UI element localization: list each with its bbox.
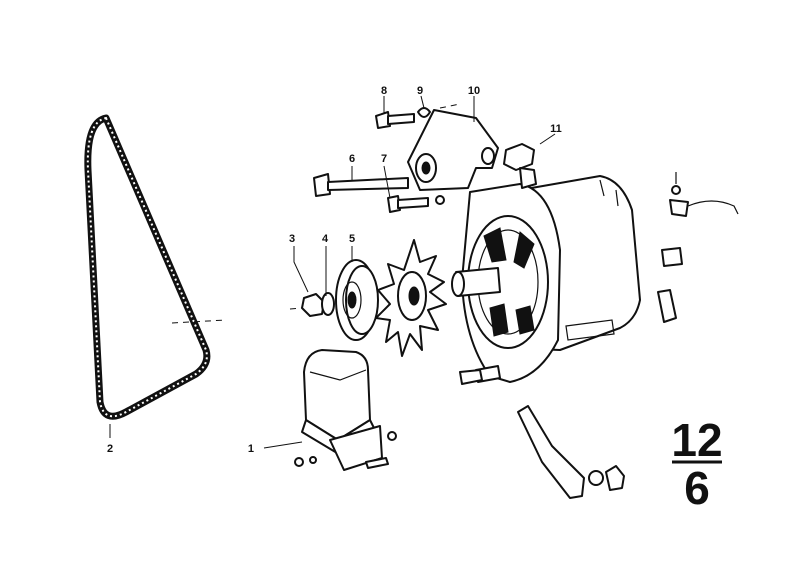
page-number: 12 6 bbox=[671, 414, 722, 514]
long-bolt bbox=[313, 173, 409, 197]
page-number-bottom: 6 bbox=[684, 462, 710, 514]
callout-1: 1 bbox=[248, 443, 254, 455]
callout-7: 7 bbox=[381, 153, 387, 165]
v-belt bbox=[84, 114, 211, 420]
bracket-bolt bbox=[375, 111, 415, 129]
callout-11: 11 bbox=[550, 123, 562, 135]
voltage-regulator bbox=[301, 349, 383, 471]
alternator-body bbox=[451, 175, 641, 385]
fan bbox=[375, 239, 447, 357]
callout-8: 8 bbox=[381, 85, 387, 97]
callout-2: 2 bbox=[107, 443, 113, 455]
callout-10: 10 bbox=[468, 85, 480, 97]
short-bolt bbox=[387, 195, 445, 213]
callout-6: 6 bbox=[349, 153, 355, 165]
page-number-top: 12 bbox=[671, 414, 722, 466]
callout-5: 5 bbox=[349, 233, 355, 245]
cable-lead bbox=[669, 172, 739, 217]
callout-9: 9 bbox=[417, 85, 423, 97]
regulator-screws bbox=[294, 431, 397, 469]
adjusting-bracket bbox=[517, 405, 625, 499]
washer bbox=[321, 292, 335, 316]
callout-3: 3 bbox=[289, 233, 295, 245]
leader-lines bbox=[109, 95, 556, 449]
plug-cap bbox=[661, 247, 683, 267]
mounting-bracket bbox=[407, 109, 537, 191]
callout-4: 4 bbox=[322, 233, 329, 245]
terminal-clip bbox=[657, 289, 677, 323]
spring-washer bbox=[417, 107, 431, 118]
pulley bbox=[335, 259, 379, 341]
callout-labels: 1 2 3 4 5 6 7 8 9 10 11 bbox=[107, 85, 562, 455]
pulley-nut bbox=[301, 293, 325, 317]
